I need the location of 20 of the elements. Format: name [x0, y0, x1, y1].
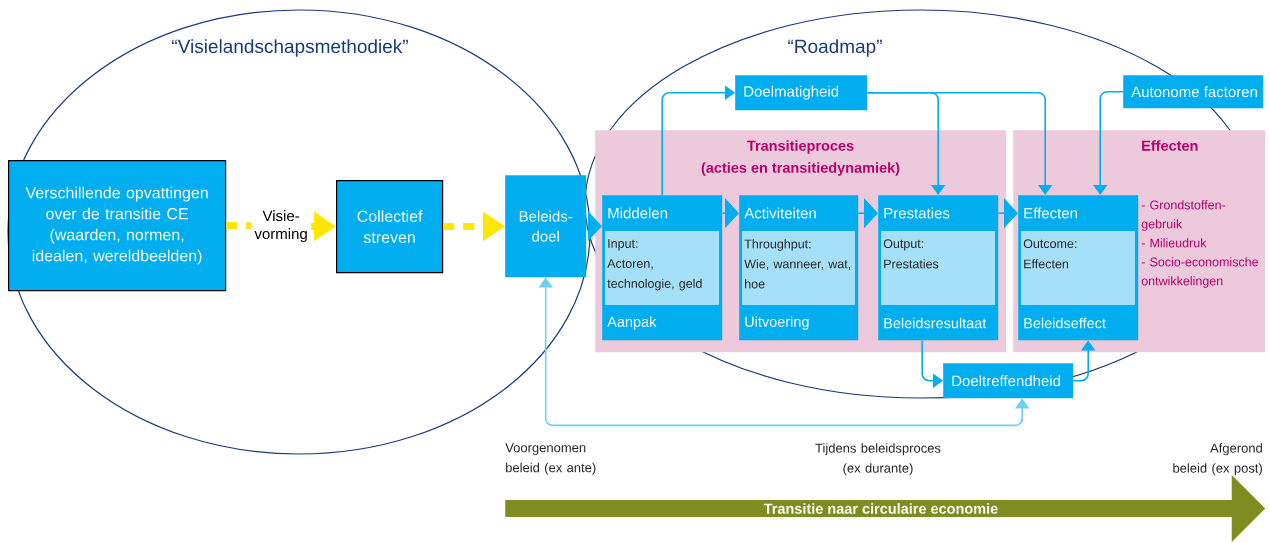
timeline-label: Afgerond beleid (ex post)	[1173, 443, 1262, 476]
process-box: Doeltreffendheid	[943, 363, 1074, 399]
arrow	[1093, 90, 1124, 195]
process-box: Autonome factoren	[1123, 75, 1264, 109]
process-box: Verschillende opvattingen over de transitie CE (waarden, normen, idealen, wereldbeelden)	[8, 160, 227, 292]
process-block: Prestaties Output: Prestaties Beleidsresultaat	[878, 195, 999, 341]
process-block: Effecten Outcome: Effecten Beleidseffect	[1018, 195, 1139, 341]
process-box: Doelmatigheid	[735, 75, 868, 111]
process-block: Activiteiten Throughput: Wie, wanneer, wat, hoe Uitvoering	[739, 195, 859, 341]
arrow	[921, 339, 943, 388]
timeline-label: Voorgenomen beleid (ex ante)	[505, 443, 596, 475]
arrow	[661, 85, 735, 196]
edge-label: Visie- vorming	[254, 210, 307, 243]
process-box: Beleids- doel	[505, 175, 587, 278]
timeline-label: Tijdens beleidsproces (ex durante)	[815, 443, 941, 476]
process-box: Collectief streven	[336, 180, 444, 274]
arrow	[866, 91, 1053, 195]
ellipse-title: “Visielandschapsmethodiek”	[172, 39, 408, 57]
process-block: Middelen Input: Actoren, technologie, geld Aanpak	[602, 195, 723, 341]
ellipse-title: “Roadmap”	[788, 39, 882, 57]
